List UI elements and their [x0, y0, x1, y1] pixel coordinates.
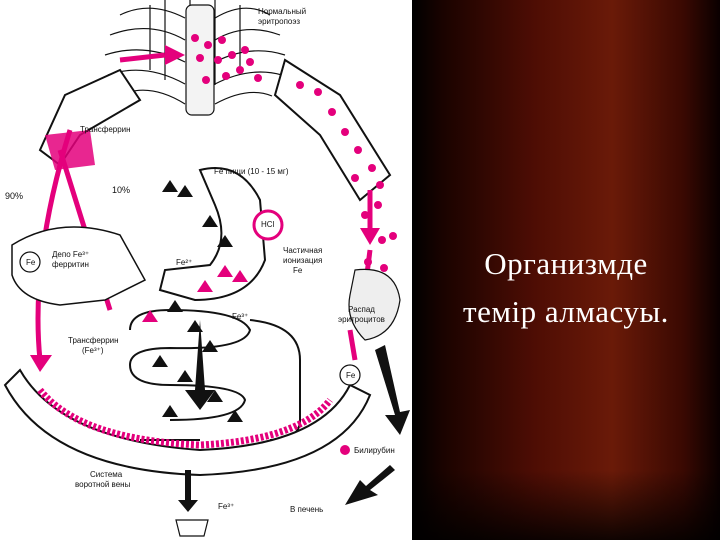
- title-panel: Организмде темір алмасуы.: [412, 0, 720, 540]
- absorbed-iron-triangles: [142, 265, 248, 322]
- label-normal-erythropoiesis-1: Нормальный: [258, 7, 307, 16]
- label-erythro-breakdown-1: Распад: [348, 305, 375, 314]
- left-bone-segment: [38, 68, 142, 170]
- hcl-circle: [252, 209, 284, 241]
- slide-title-line-2: темір алмасуы.: [463, 294, 669, 329]
- label-erythro-breakdown-2: эритроцитов: [338, 315, 385, 324]
- slide-title-line-1: Организмде: [484, 246, 648, 281]
- label-transferrin-bottom-1: Трансферрин: [68, 336, 119, 345]
- liver-fe-circle: [19, 251, 41, 273]
- right-bone-segment: [273, 58, 392, 202]
- spleen-illustration: [348, 268, 401, 341]
- cup-icon: [175, 519, 209, 537]
- label-portal-2: воротной вены: [75, 480, 131, 489]
- bilirubin-dot: [340, 445, 350, 455]
- bottom-bone-segment: [3, 368, 372, 477]
- label-transferrin-top: Трансферрин: [80, 125, 131, 134]
- bone-marrow-erythrocytes: [191, 34, 262, 84]
- label-hcl: HCl: [261, 220, 275, 229]
- label-fe3-bottom: Fe³⁺: [218, 502, 235, 511]
- label-fe-breakdown: Fe: [346, 371, 356, 380]
- intestine-illustration: [128, 308, 301, 441]
- label-10-percent: 10%: [112, 185, 131, 195]
- label-partial-ionization-3: Fe: [293, 266, 303, 275]
- label-partial-ionization-2: ионизация: [283, 256, 323, 265]
- label-to-liver: В печень: [290, 505, 324, 514]
- black-arrows: [178, 320, 410, 512]
- breakdown-fe-circle: [339, 364, 361, 386]
- iron-triangles: [152, 180, 243, 422]
- slide-title: Организмде темір алмасуы.: [412, 240, 720, 336]
- label-depot-1: Депо Fe³⁺: [52, 250, 90, 259]
- circulation-dots: [361, 201, 397, 272]
- label-90-percent: 90%: [5, 191, 24, 201]
- label-depot-2: ферритин: [52, 260, 89, 269]
- label-bilirubin: Билирубин: [354, 446, 395, 455]
- label-fe2-mid: Fe²⁺: [176, 258, 193, 267]
- diagram-drawing: [3, 0, 410, 537]
- label-fe3-mid: Fe³⁺: [232, 312, 249, 321]
- label-transferrin-bottom-2: (Fe³⁺): [82, 346, 104, 355]
- label-fe-food: Fe пищи (10 - 15 мг): [214, 167, 289, 176]
- stomach-illustration: [158, 167, 267, 302]
- liver-illustration: [11, 226, 147, 306]
- label-normal-erythropoiesis-2: эритропоэз: [258, 17, 301, 26]
- label-portal-1: Система: [90, 470, 123, 479]
- label-partial-ionization-1: Частичная: [283, 246, 323, 255]
- title-panel-shadow: [412, 470, 720, 540]
- iron-metabolism-diagram: Нормальный эритропоэз Трансферрин 90% 10…: [0, 0, 412, 540]
- label-fe-liver: Fe: [26, 258, 36, 267]
